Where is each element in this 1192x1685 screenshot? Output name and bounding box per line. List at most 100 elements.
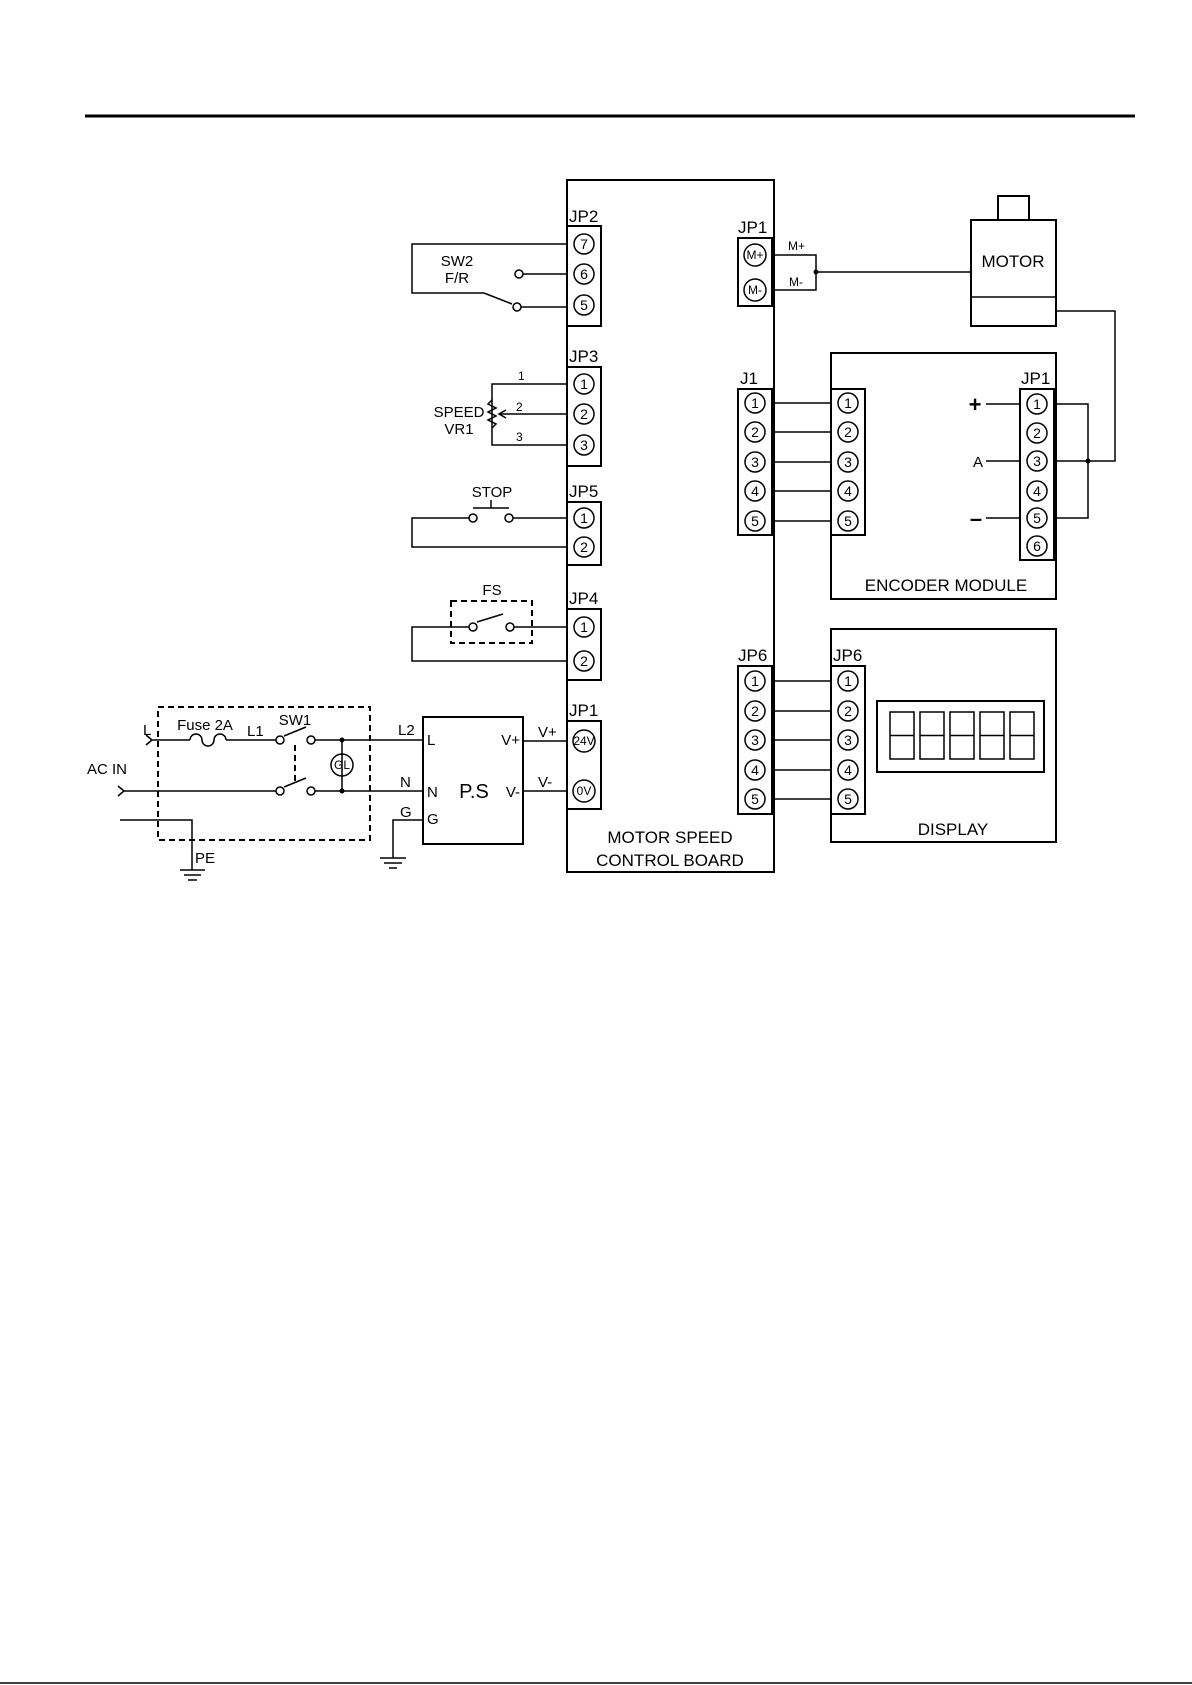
board-title-line2: CONTROL BOARD xyxy=(596,851,744,870)
n-label: N xyxy=(400,774,411,791)
vr1-pin-label: 2 xyxy=(516,400,523,414)
motor-wires: M+ M- xyxy=(772,239,971,290)
jp6-display-wires xyxy=(772,681,831,799)
encoder-jp1-pin: 3 xyxy=(1033,453,1041,469)
jp1-power-pin: 24V xyxy=(573,734,594,748)
jp5-pin: 1 xyxy=(580,510,588,526)
jp1-motor-pin: M- xyxy=(748,283,762,297)
encoder-motor-cable xyxy=(1054,311,1115,518)
j1-pin: 5 xyxy=(751,513,759,529)
ps-vminus-terminal: V- xyxy=(506,784,520,801)
encoder-plus-label: + xyxy=(969,392,982,417)
jp3-pin: 1 xyxy=(580,376,588,392)
vminus-wire-label: V- xyxy=(538,774,552,791)
pe-label: PE xyxy=(195,850,215,867)
ac-in-label: AC IN xyxy=(87,761,127,778)
jp6-board-pin: 3 xyxy=(751,732,759,748)
jp2-pin: 5 xyxy=(580,297,588,313)
stop-switch: STOP xyxy=(412,484,567,547)
jp4-pin: 1 xyxy=(580,619,588,635)
seven-segment-display xyxy=(877,701,1044,772)
ps-l-terminal: L xyxy=(427,732,435,749)
jp2-pin: 7 xyxy=(580,236,588,252)
encoder-jp1-pin: 4 xyxy=(1033,483,1041,499)
jp4-pin: 2 xyxy=(580,653,588,669)
encoder-module: ENCODER MODULE 1 2 3 4 5 JP1 1 2 3 4 5 6… xyxy=(831,353,1056,599)
jp4-label: JP4 xyxy=(569,589,598,608)
ps-n-terminal: N xyxy=(427,784,438,801)
sw2-sub-label: F/R xyxy=(445,270,469,287)
vr1-sub-label: VR1 xyxy=(444,421,473,438)
l1-label: L1 xyxy=(247,723,264,740)
jp3-pin: 3 xyxy=(580,437,588,453)
gl-lamp-label: GL xyxy=(334,758,350,772)
vplus-wire-label: V+ xyxy=(538,724,557,741)
encoder-jp1-label: JP1 xyxy=(1021,369,1050,388)
jp2-connector: JP2 7 6 5 xyxy=(567,207,601,326)
fs-switch: FS xyxy=(412,582,567,661)
motor: MOTOR xyxy=(971,196,1056,326)
j1-connector: J1 1 2 3 4 5 xyxy=(738,369,772,535)
sw1-label: SW1 xyxy=(279,712,312,729)
ps-vplus-terminal: V+ xyxy=(501,732,520,749)
display-module: DISPLAY JP6 1 2 3 4 5 xyxy=(831,629,1056,842)
j1-pin: 1 xyxy=(751,395,759,411)
ps-g-terminal: G xyxy=(427,811,439,828)
vr1-label: SPEED xyxy=(434,404,485,421)
motor-label: MOTOR xyxy=(982,252,1045,271)
j1-pin: 2 xyxy=(751,424,759,440)
encoder-jp1-pin: 5 xyxy=(1033,510,1041,526)
encoder-title: ENCODER MODULE xyxy=(865,576,1027,595)
display-jp6-pin: 2 xyxy=(844,703,852,719)
display-jp6-pin: 4 xyxy=(844,762,852,778)
motor-wire-minus-label: M- xyxy=(789,275,803,289)
jp2-label: JP2 xyxy=(569,207,598,226)
l2-label: L2 xyxy=(398,722,415,739)
jp5-connector: JP5 1 2 xyxy=(567,482,601,565)
encoder-left-pin: 4 xyxy=(844,483,852,499)
j1-pin: 4 xyxy=(751,483,759,499)
display-title: DISPLAY xyxy=(918,820,989,839)
encoder-left-pin: 2 xyxy=(844,424,852,440)
jp1-power-pin: 0V xyxy=(577,784,592,798)
jp1-motor-pin: M+ xyxy=(746,248,763,262)
jp6-board-pin: 5 xyxy=(751,791,759,807)
fuse-label: Fuse 2A xyxy=(177,717,233,734)
stop-label: STOP xyxy=(472,484,513,501)
display-jp6-pin: 3 xyxy=(844,732,852,748)
l-line-label: L xyxy=(143,722,151,739)
jp3-connector: JP3 1 2 3 xyxy=(567,347,601,466)
vr1-pin-label: 1 xyxy=(518,369,525,383)
j1-encoder-wires xyxy=(772,403,831,521)
ps-ground: G xyxy=(380,804,423,868)
jp3-pin: 2 xyxy=(580,406,588,422)
vr1-speed-potentiometer: 1 2 3 SPEED VR1 xyxy=(434,369,567,445)
sw2-forward-reverse-switch: SW2 F/R xyxy=(412,244,567,311)
sw2-label: SW2 xyxy=(441,253,474,270)
jp6-board-pin: 1 xyxy=(751,673,759,689)
encoder-minus-label: – xyxy=(970,506,982,531)
encoder-left-pin: 1 xyxy=(844,395,852,411)
display-jp6-pin: 5 xyxy=(844,791,852,807)
jp5-label: JP5 xyxy=(569,482,598,501)
g-wire-label: G xyxy=(400,804,412,821)
jp6-board-pin: 4 xyxy=(751,762,759,778)
jp6-board-connector: JP6 1 2 3 4 5 xyxy=(738,646,772,814)
jp1-power-connector: JP1 24V 0V xyxy=(567,701,601,809)
motor-wire-plus-label: M+ xyxy=(788,239,805,253)
ps-output-wires: V+ V- xyxy=(523,724,567,791)
encoder-a-label: A xyxy=(973,454,983,471)
display-jp6-pin: 1 xyxy=(844,673,852,689)
encoder-left-pin: 5 xyxy=(844,513,852,529)
jp1-motor-connector: JP1 M+ M- xyxy=(738,218,772,306)
jp5-pin: 2 xyxy=(580,539,588,555)
jp2-pin: 6 xyxy=(580,266,588,282)
j1-label: J1 xyxy=(740,369,758,388)
jp1-power-label: JP1 xyxy=(569,701,598,720)
power-supply: P.S L N G V+ V- xyxy=(423,717,523,844)
jp1-motor-label: JP1 xyxy=(738,218,767,237)
fs-label: FS xyxy=(482,582,501,599)
j1-pin: 3 xyxy=(751,454,759,470)
jp6-board-label: JP6 xyxy=(738,646,767,665)
